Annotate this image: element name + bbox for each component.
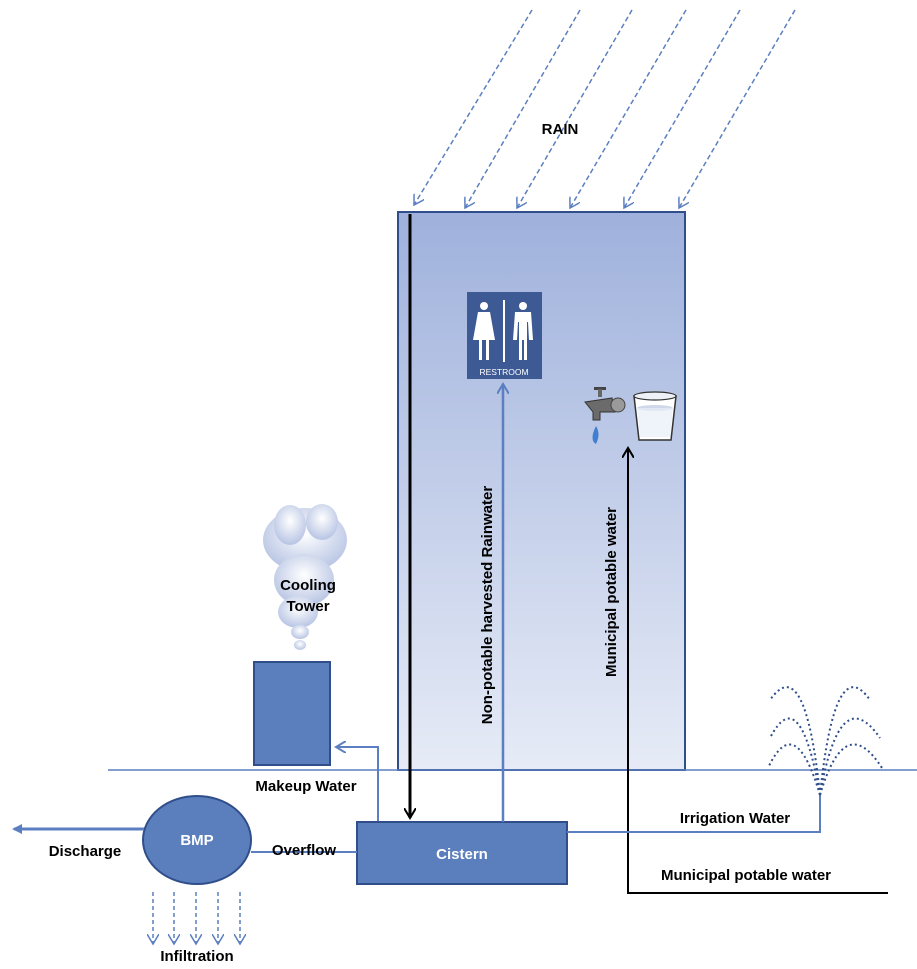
restroom-sign-label: RESTROOM — [479, 367, 528, 377]
municipal-water-vertical-label: Municipal potable water — [603, 507, 620, 677]
overflow-label: Overflow — [272, 842, 337, 859]
makeup-water-label: Makeup Water — [255, 778, 356, 795]
faucet-icon — [584, 387, 626, 444]
rain-arrows — [414, 9, 796, 208]
cooling-tower-label-1: Cooling — [280, 577, 336, 594]
bmp-circle — [142, 795, 252, 885]
irrigation-water-label: Irrigation Water — [680, 810, 790, 827]
infiltration-label: Infiltration — [160, 948, 233, 965]
cistern-label: Cistern — [436, 846, 488, 863]
municipal-water-line — [628, 448, 888, 894]
municipal-water-label: Municipal potable water — [661, 867, 831, 884]
infiltration-arrows — [153, 892, 240, 944]
bmp-label: BMP — [180, 832, 213, 849]
rain-label: RAIN — [542, 121, 579, 138]
water-glass-icon — [633, 391, 677, 441]
non-potable-label: Non-potable harvested Rainwater — [479, 486, 496, 725]
cooling-tower-label-2: Tower — [286, 598, 329, 615]
discharge-label: Discharge — [49, 843, 122, 860]
restroom-sign-icon: RESTROOM — [467, 292, 542, 379]
steam-cloud-icon — [263, 504, 347, 650]
irrigation-water-line — [567, 795, 821, 833]
cistern-box — [356, 821, 568, 885]
fountain-icon — [767, 686, 883, 796]
cooling-tower-box — [253, 661, 331, 766]
makeup-water-line — [336, 747, 379, 822]
